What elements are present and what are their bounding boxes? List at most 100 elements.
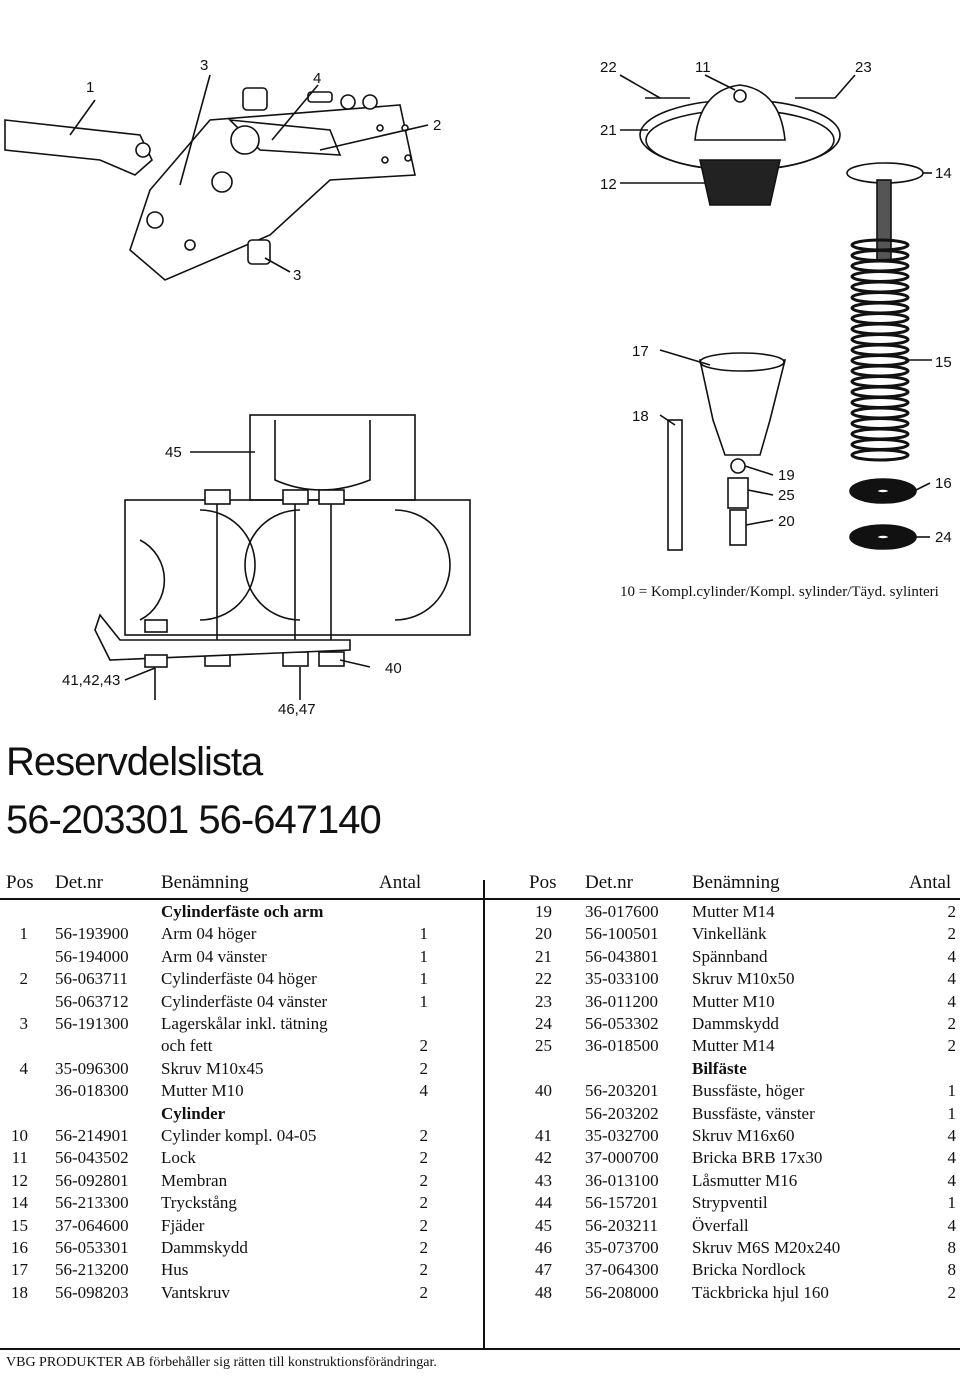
callout-24: 24 [935,529,952,546]
detnr-cell: 56-213200 [55,1260,129,1280]
callout-46-47: 46,47 [278,701,316,718]
detnr-cell: 36-011200 [585,991,659,1011]
qty-cell: 2 [947,924,957,944]
spring-coil [850,427,910,441]
qty-cell: 1 [947,1103,957,1123]
detnr-cell: 35-032700 [585,1126,659,1145]
name-cell: Spännband [692,946,768,966]
detnr-cell: 56-063711 [55,969,129,989]
callout-12: 12 [600,176,617,193]
detnr-cell: 56-063712 [55,991,129,1011]
detnr-cell: 37-000700 [585,1148,659,1168]
detnr-cell: 36-013100 [585,1170,659,1190]
detnr-cell: 56-214901 [55,1126,129,1145]
qty-cell: 2 [419,1260,429,1280]
callout-1: 1 [86,79,94,96]
callout-4: 4 [313,70,321,87]
table-row: och fett 2 [0,1036,960,1058]
callout-11: 11 [695,59,711,76]
detnr-cell: 56-213300 [55,1193,129,1213]
spring-coil [850,396,910,409]
header-name: Benämning [161,872,249,893]
pos-cell: 23 [535,991,552,1011]
qty-cell: 2 [419,1215,429,1235]
name-cell: Dammskydd [161,1238,248,1257]
arm-and-bracket-drawing [4,74,429,281]
detnr-cell: 36-018300 [55,1081,129,1101]
callout-40: 40 [385,660,402,677]
pos-cell: 25 [535,1036,552,1056]
callout-22: 22 [600,59,617,76]
detnr-cell: 35-033100 [585,969,659,989]
column-divider [483,880,485,1350]
name-cell: Mutter M14 [692,1036,775,1056]
detnr-cell: 56-157201 [585,1193,659,1213]
callout-15: 15 [935,354,952,371]
pos-cell: 43 [535,1170,552,1190]
pos-cell: 14 [11,1193,28,1213]
name-cell: Cylinderfäste 04 vänster [161,991,328,1011]
pos-cell: 20 [535,924,552,944]
name-cell: Arm 04 vänster [161,946,267,966]
name-cell: och fett [161,1036,213,1056]
name-cell: Överfall [692,1215,749,1235]
pos-cell: 1 [19,924,29,944]
name-cell: Bussfäste, vänster [692,1103,815,1123]
pos-cell: 16 [11,1238,28,1257]
qty-cell: 2 [419,1126,429,1145]
pos-cell: 45 [535,1215,552,1235]
detnr-cell: 56-203201 [585,1081,659,1101]
detnr-cell: 36-017600 [585,902,659,921]
callout-2: 2 [433,117,441,134]
name-cell: Bricka BRB 17x30 [692,1148,823,1168]
spring-coil [850,312,910,325]
qty-cell: 4 [947,1215,957,1235]
qty-cell: 2 [947,1014,957,1033]
header-detnr: Det.nr [585,872,634,893]
qty-cell: 4 [947,1126,957,1145]
spring-coil [850,385,910,399]
name-cell: Cylinderfäste 04 höger [161,969,317,989]
header-name: Benämning [692,872,780,893]
qty-cell: 4 [947,1148,957,1168]
name-cell: Strypventil [692,1193,768,1213]
detnr-cell: 56-100501 [585,924,659,944]
cylinder-caption: 10 = Kompl.cylinder/Kompl. sylinder/Täyd… [620,584,939,600]
spring-coil [850,301,910,315]
name-cell: Bussfäste, höger [692,1081,805,1101]
name-cell: Arm 04 höger [161,924,257,944]
name-cell: Hus [161,1260,189,1280]
callout-41-42-43: 41,42,43 [62,672,120,689]
name-cell: Lagerskålar inkl. tätning [161,1014,328,1033]
detnr-cell: 56-098203 [55,1282,129,1302]
spring-coil [850,417,910,430]
qty-cell: 2 [947,1036,957,1056]
name-cell: Cylinder kompl. 04-05 [161,1126,317,1145]
name-cell: Mutter M10 [692,991,775,1011]
detnr-cell: 37-064300 [585,1260,659,1280]
page-title: Reservdelslista [6,740,263,784]
qty-cell: 8 [947,1260,957,1280]
detnr-cell: 37-064600 [55,1215,129,1235]
name-cell: Skruv M10x45 [161,1058,264,1078]
spring-coil [850,375,910,388]
pos-cell: 10 [11,1126,28,1145]
qty-cell: 2 [419,1238,429,1257]
name-cell: Membran [161,1170,228,1190]
